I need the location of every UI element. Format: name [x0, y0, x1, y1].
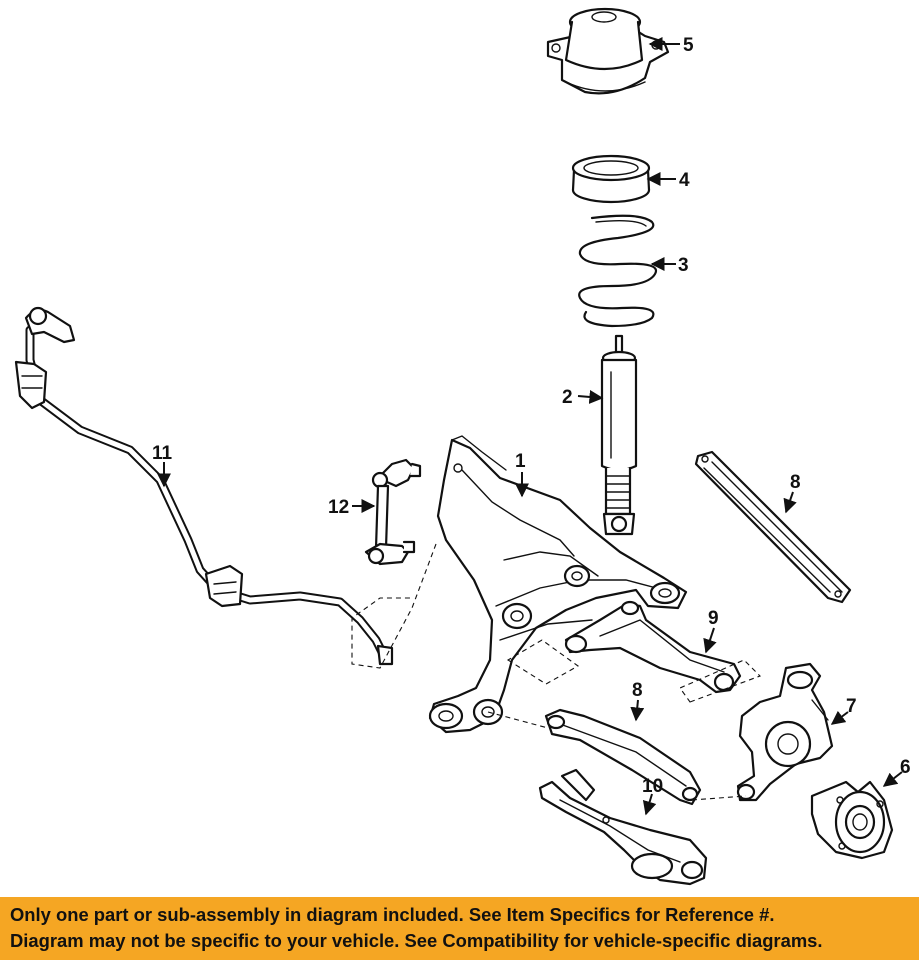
knuckle-part-7	[736, 662, 834, 802]
disclaimer-line-1: Only one part or sub-assembly in diagram…	[10, 904, 775, 925]
rear-link-part-8-lower	[544, 708, 702, 806]
disclaimer-line-2: Diagram may not be specific to your vehi…	[10, 930, 823, 951]
callout-2: 2	[562, 387, 573, 408]
control-arm-part-9	[564, 600, 742, 694]
callout-8-lower: 8	[632, 680, 643, 701]
callout-7: 7	[846, 696, 857, 717]
connection-guides	[351, 543, 761, 801]
stabilizer-bar-part-11	[14, 306, 394, 666]
rear-link-part-8-upper	[694, 450, 852, 604]
callout-9: 9	[708, 608, 719, 629]
trailing-arm-part-10	[538, 768, 708, 886]
disclaimer-banner: Only one part or sub-assembly in diagram…	[0, 897, 919, 960]
callout-8-upper: 8	[790, 472, 801, 493]
callout-10: 10	[642, 776, 663, 797]
callout-6: 6	[900, 757, 911, 778]
callout-1: 1	[515, 451, 526, 472]
coil-spring-part-3	[578, 214, 658, 328]
hub-bearing-part-6	[810, 780, 894, 860]
callout-5: 5	[683, 35, 694, 56]
shock-absorber-part-2	[600, 334, 638, 536]
leader-lines	[157, 37, 903, 816]
suspension-parts-diagram: 5 4 3 2 1 8 9 8 7 6 10 11 12	[14, 7, 911, 886]
spring-isolator-part-4	[571, 154, 651, 204]
callout-11: 11	[152, 443, 173, 464]
callout-4: 4	[679, 170, 690, 191]
stabilizer-link-part-12	[364, 458, 422, 566]
strut-mount-part-5	[546, 7, 670, 95]
crossmember-part-1	[428, 435, 688, 734]
callout-12: 12	[328, 497, 349, 518]
callout-3: 3	[678, 255, 689, 276]
